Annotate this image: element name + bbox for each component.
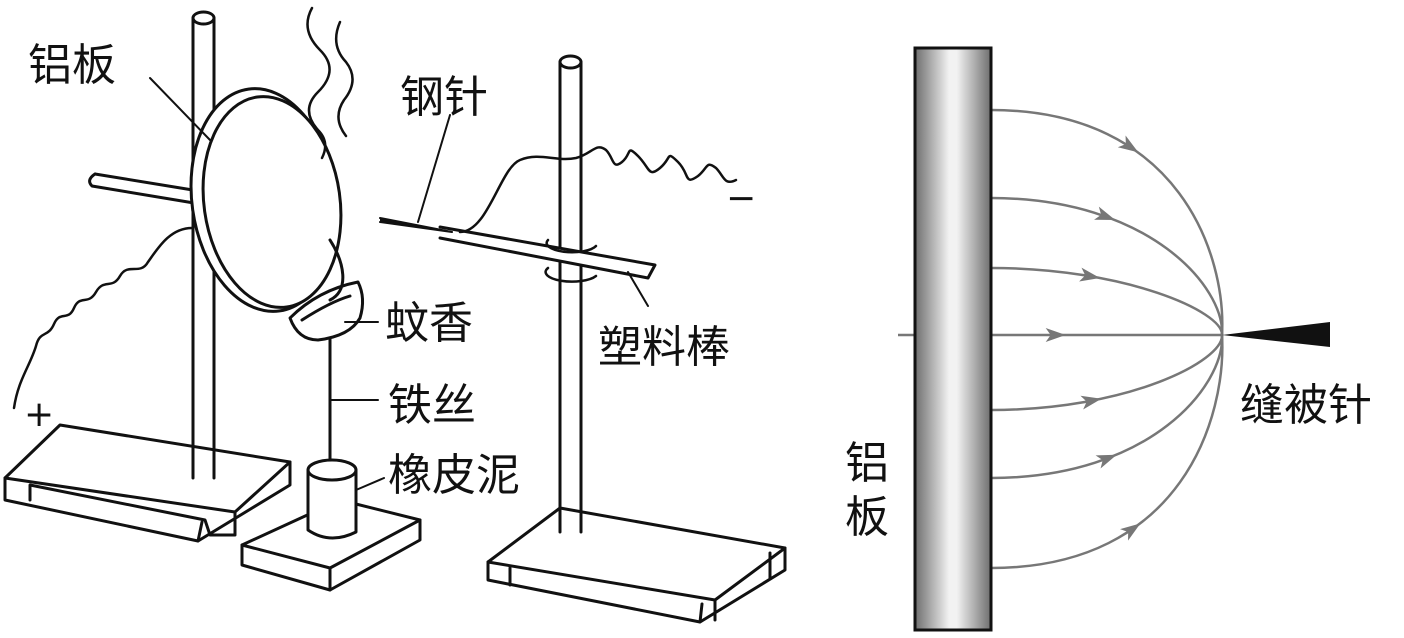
field-arrow bbox=[1079, 267, 1101, 282]
aluminum-plate-section bbox=[913, 46, 993, 632]
leader-aluminum-plate bbox=[149, 77, 211, 141]
apparatus-panel bbox=[3, 6, 787, 624]
right-stand-pole bbox=[558, 54, 583, 534]
label-mosquito-coil: 蚊香 bbox=[385, 298, 473, 349]
negative-wire bbox=[458, 146, 738, 234]
label-plate-bottom: 板 bbox=[845, 492, 889, 543]
label-aluminum-plate: 铝板 bbox=[28, 40, 116, 91]
field-line bbox=[990, 266, 1224, 336]
field-lines bbox=[990, 108, 1224, 570]
field-arrow bbox=[1095, 454, 1117, 469]
field-arrow bbox=[1120, 523, 1141, 541]
positive-terminal-sign: + bbox=[24, 394, 54, 435]
leader-putty bbox=[355, 477, 385, 491]
label-steel-needle: 钢针 bbox=[400, 72, 488, 123]
field-arrow bbox=[1080, 395, 1102, 410]
steel-needle bbox=[379, 217, 453, 233]
negative-terminal-sign: − bbox=[726, 178, 756, 219]
right-stand-base bbox=[486, 506, 787, 624]
label-quilting-needle: 缝被针 bbox=[1240, 380, 1372, 431]
positive-wire bbox=[12, 226, 194, 410]
plastic-rod bbox=[438, 225, 657, 280]
smoke-wire-1 bbox=[306, 6, 331, 160]
clamp-rod bbox=[88, 172, 207, 206]
rod-clamp-rings bbox=[544, 238, 598, 283]
aluminum-plate bbox=[189, 87, 343, 313]
label-putty: 橡皮泥 bbox=[388, 450, 520, 501]
field-arrow bbox=[1094, 206, 1116, 221]
field-line bbox=[990, 196, 1224, 336]
smoke-wire-2 bbox=[334, 20, 354, 138]
quilting-needle bbox=[1222, 322, 1330, 347]
field-line bbox=[990, 334, 1224, 570]
label-plate-top: 铝 bbox=[845, 438, 889, 489]
putty-stand bbox=[240, 458, 422, 592]
label-plastic-rod: 塑料棒 bbox=[598, 322, 730, 373]
mosquito-coil bbox=[288, 238, 365, 342]
field-arrow bbox=[1117, 135, 1139, 153]
label-iron-wire: 铁丝 bbox=[388, 380, 476, 431]
field-line bbox=[990, 108, 1224, 336]
field-diagram-panel bbox=[898, 46, 1330, 632]
left-stand-base bbox=[3, 423, 292, 543]
leader-plastic-rod bbox=[627, 271, 649, 307]
field-line bbox=[990, 334, 1224, 480]
leader-steel-needle bbox=[417, 114, 451, 223]
field-line bbox=[990, 334, 1224, 412]
field-arrow bbox=[1045, 328, 1066, 342]
